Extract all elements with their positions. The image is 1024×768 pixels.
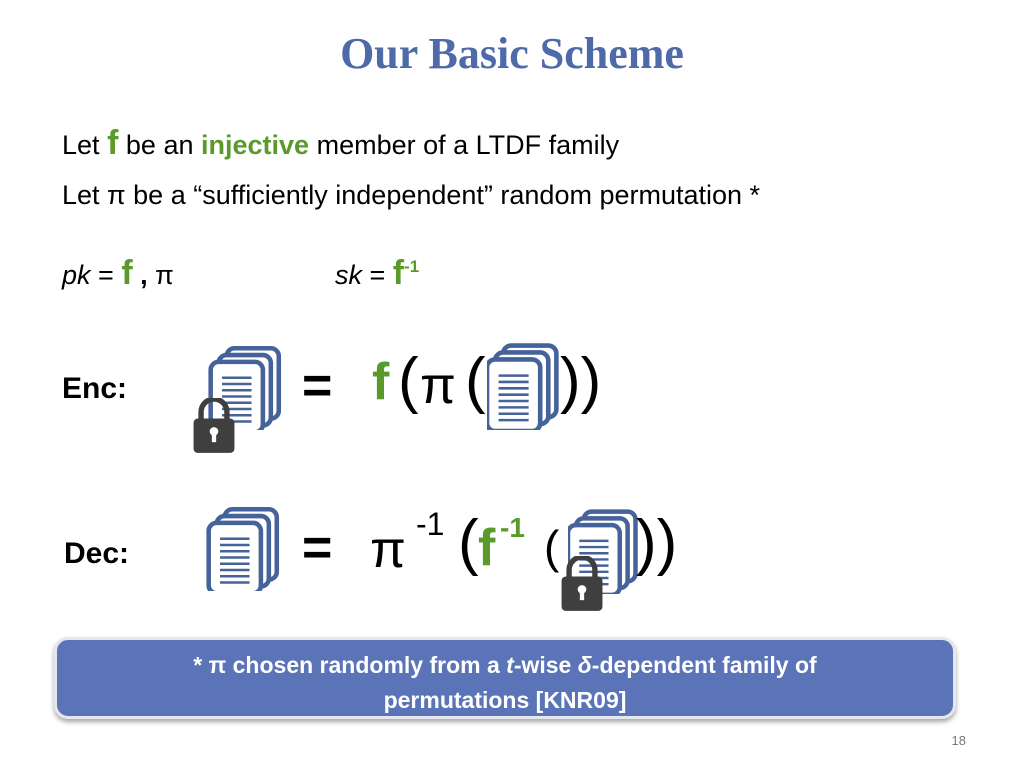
dec-open-paren: ( [458, 508, 479, 577]
enc-label: Enc: [62, 372, 128, 405]
function-f: f [107, 124, 119, 162]
dec-open-paren-2: ( [544, 521, 560, 573]
callout-text-b: -wise [513, 652, 578, 678]
callout-t: t [506, 652, 514, 678]
lock-icon [192, 398, 236, 454]
callout-text-c: -dependent family of [591, 652, 817, 678]
enc-pi: π [420, 357, 456, 415]
dec-close-parens: )) [636, 508, 678, 577]
sk-label: sk [335, 260, 362, 290]
sk-exponent: -1 [404, 257, 420, 276]
document-icon [206, 507, 284, 591]
slide-title: Our Basic Scheme [340, 29, 684, 78]
definition-line-f: Let f be an injective member of a LTDF f… [62, 124, 619, 163]
definition-line-pi: Let π be a “sufficiently independent” ra… [62, 180, 761, 210]
page-number: 18 [951, 733, 966, 748]
pk-pi: π [147, 260, 174, 290]
callout-line-1: * π chosen randomly from a t-wise δ-depe… [57, 648, 953, 683]
pk-f: f [121, 254, 133, 292]
dec-pi-exponent: -1 [416, 506, 445, 542]
dec-pi: π [370, 521, 406, 579]
callout-delta: δ [577, 652, 592, 678]
document-icon [487, 342, 561, 430]
sk-equals: = [362, 260, 393, 290]
enc-f: f [372, 353, 390, 411]
enc-close-parens: )) [560, 346, 602, 415]
secret-key: sk = f-1 [335, 254, 419, 293]
dec-f: f [478, 519, 496, 577]
pk-comma: , [132, 260, 148, 290]
pk-label: pk [62, 260, 91, 290]
be-an-text: be an [125, 130, 194, 160]
callout-line-2: permutations [KNR09] [383, 687, 627, 713]
public-key: pk = f , π [62, 254, 174, 293]
ltdf-text: member of a LTDF family [316, 130, 620, 160]
sk-f: f [392, 254, 405, 292]
let-text: Let [62, 130, 100, 160]
dec-f-exponent: -1 [500, 512, 525, 543]
callout-text-a: * π chosen randomly from a [193, 652, 507, 678]
dec-equals: = [302, 519, 333, 577]
dec-label: Dec: [64, 537, 130, 570]
injective-keyword: injective [201, 130, 310, 160]
footnote-callout: * π chosen randomly from a t-wise δ-depe… [54, 637, 956, 719]
enc-open-paren: ( [398, 346, 419, 415]
enc-open-paren-2: ( [465, 346, 486, 415]
lock-icon [560, 556, 604, 612]
pk-equals: = [90, 260, 122, 290]
enc-equals: = [302, 357, 333, 415]
